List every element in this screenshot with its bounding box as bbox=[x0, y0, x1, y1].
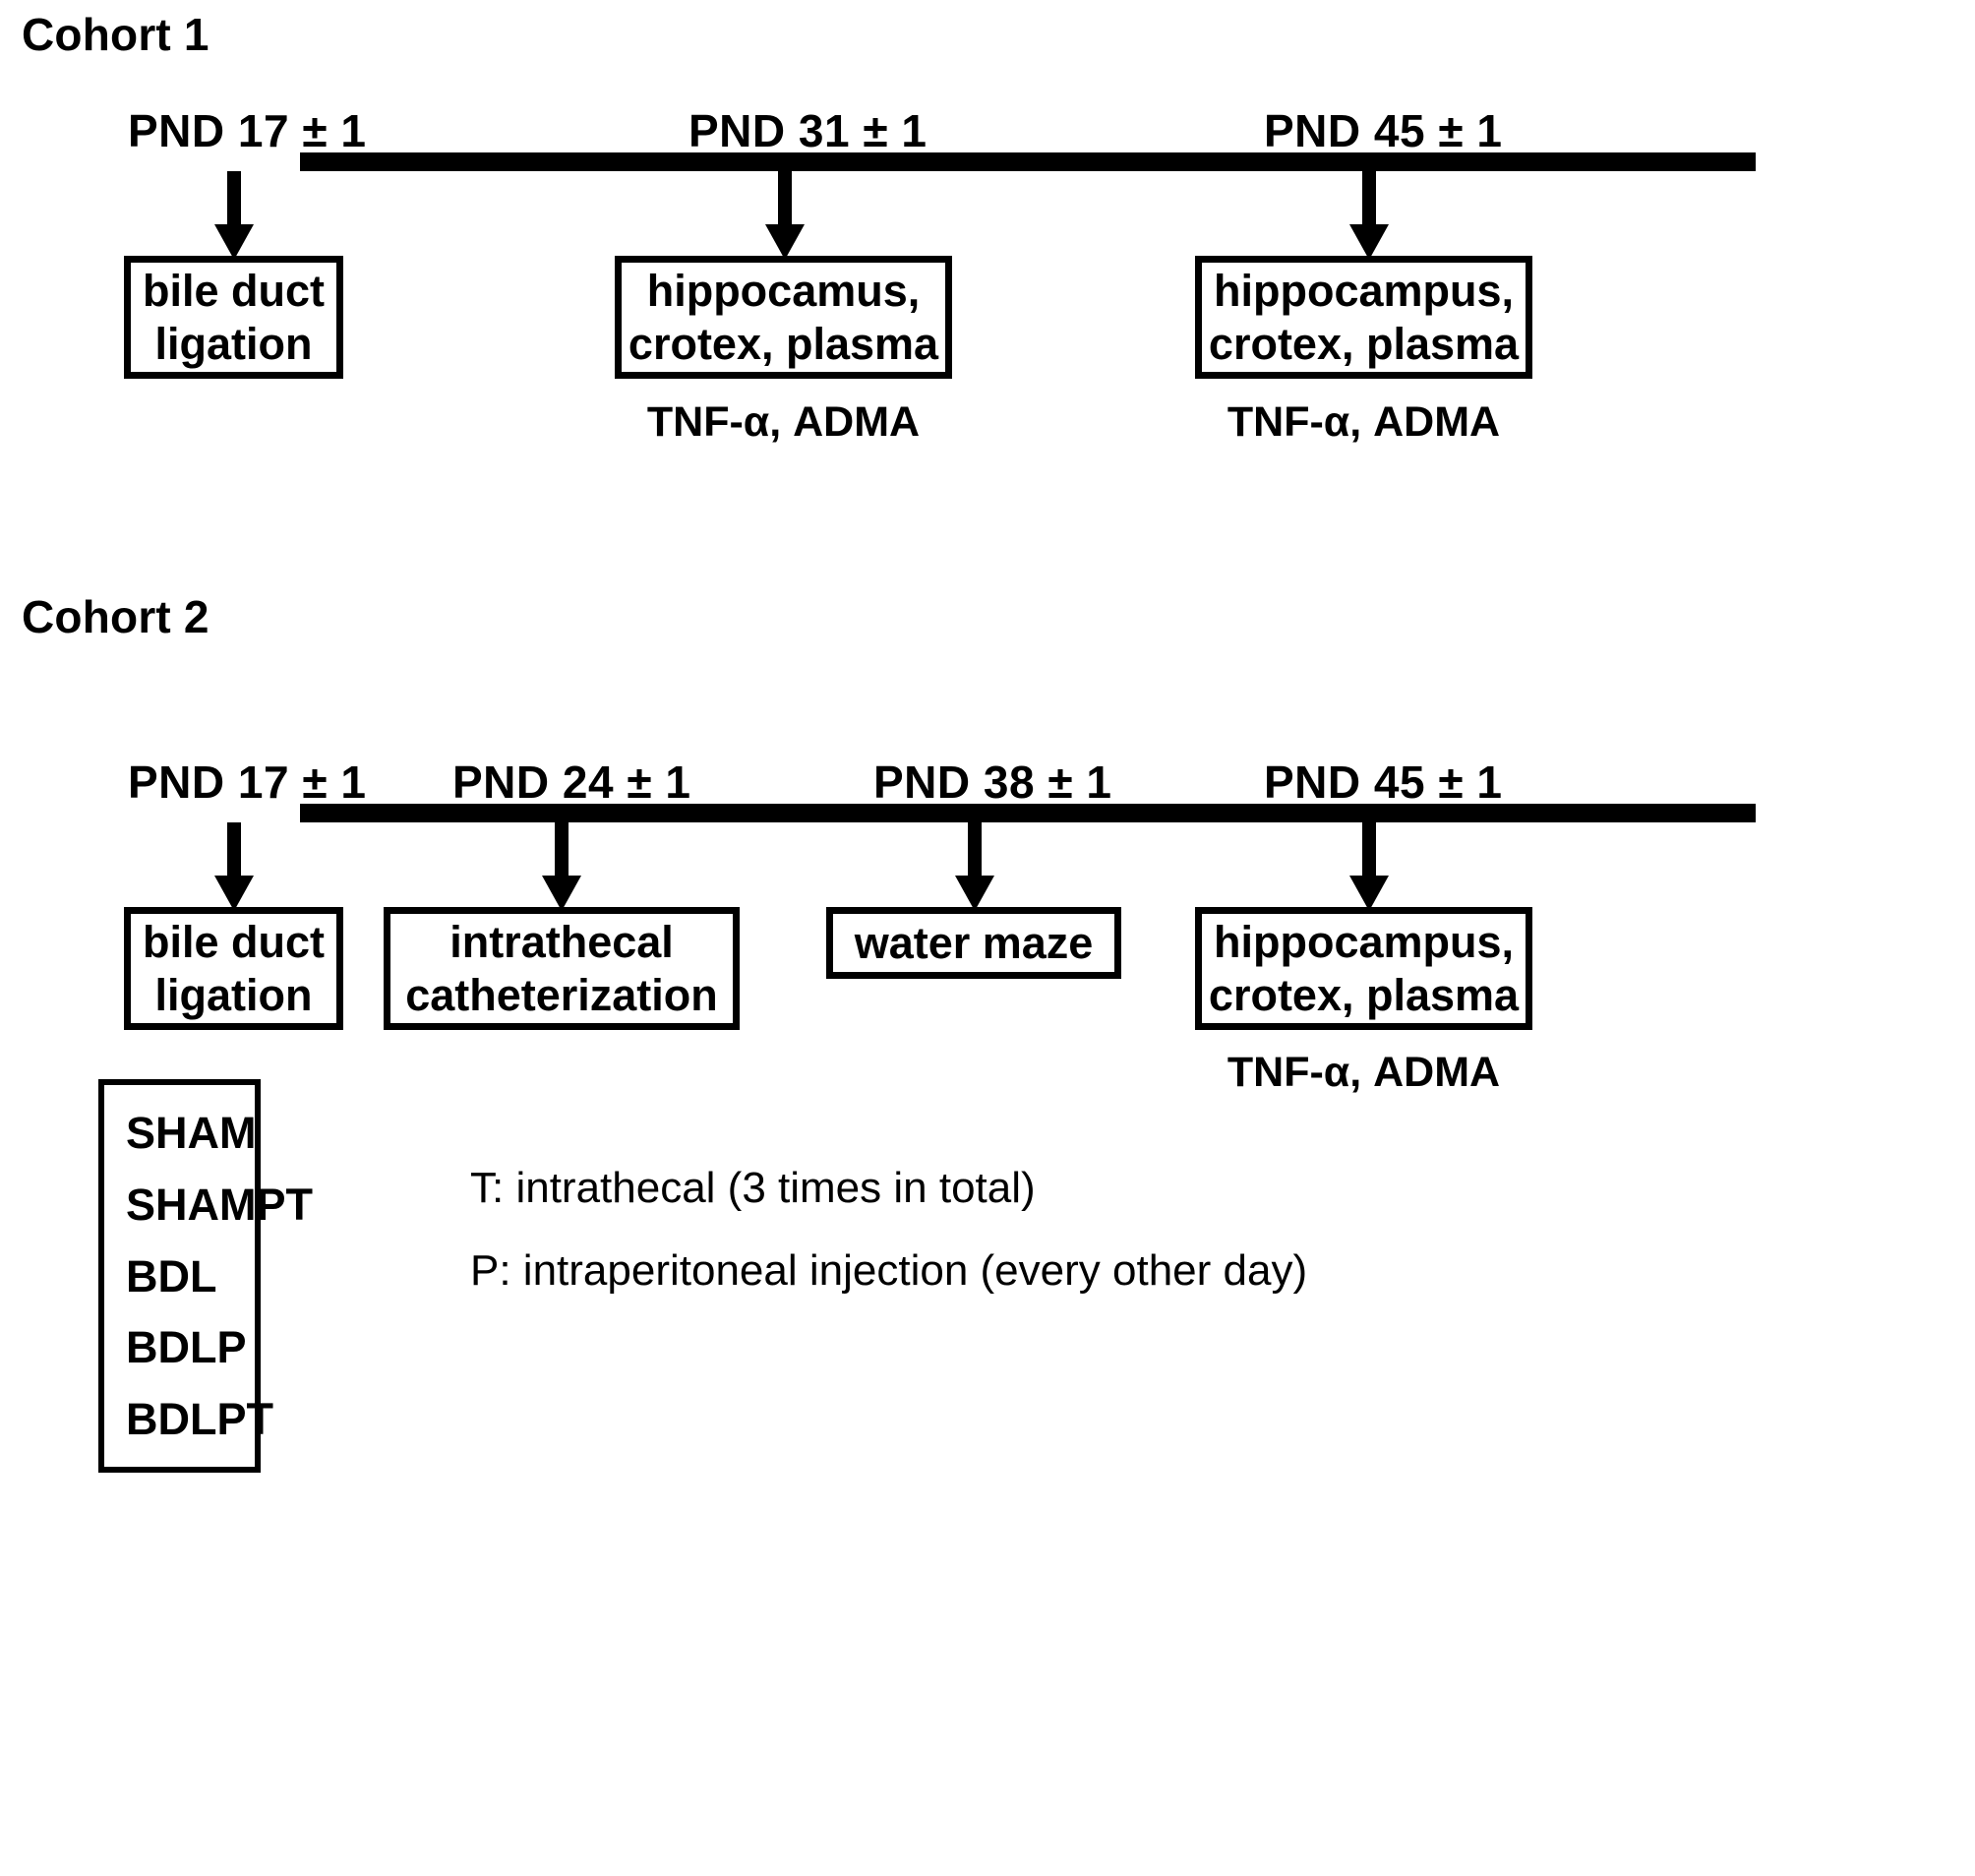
box-text-line: bile duct bbox=[142, 917, 325, 968]
cohort-1-arrow-2 bbox=[765, 171, 805, 260]
box-text-line: ligation bbox=[154, 318, 313, 369]
group-item: BDLP bbox=[126, 1322, 247, 1373]
box-text-line: hippocampus, bbox=[1213, 266, 1515, 317]
box-text-line: intrathecal bbox=[449, 917, 674, 968]
cohort-1-timepoint-label-3: PND 45 ± 1 bbox=[1264, 105, 1503, 156]
cohort-2-box-intrathecal-catheterization: intrathecal catheterization bbox=[384, 907, 740, 1030]
cohort-2-box-water-maze: water maze bbox=[826, 907, 1121, 979]
cohort-1-timepoint-label-2: PND 31 ± 1 bbox=[688, 105, 928, 156]
cohort-1-timepoint-label-1: PND 17 ± 1 bbox=[128, 105, 367, 156]
cohort-1-assay-caption-pnd31: TNF-α, ADMA bbox=[646, 398, 921, 446]
cohort-2-arrow-3 bbox=[955, 822, 994, 911]
cohort-1-box-tissue-pnd31: hippocamus, crotex, plasma bbox=[615, 256, 952, 379]
box-text-line: water maze bbox=[854, 917, 1094, 968]
cohort-2-assay-caption-pnd45: TNF-α, ADMA bbox=[1227, 1049, 1501, 1096]
cohort-1-title: Cohort 1 bbox=[22, 9, 209, 60]
cohort-2-timepoint-label-3: PND 38 ± 1 bbox=[873, 756, 1112, 808]
cohort-1-arrow-3 bbox=[1349, 171, 1389, 260]
cohort-2-title: Cohort 2 bbox=[22, 591, 209, 642]
legend-line-intrathecal: T: intrathecal (3 times in total) bbox=[470, 1164, 1036, 1212]
box-text-line: bile duct bbox=[142, 266, 325, 317]
box-text-line: hippocampus, bbox=[1213, 917, 1515, 968]
box-text-line: hippocamus, bbox=[646, 266, 921, 317]
legend-line-intraperitoneal: P: intraperitoneal injection (every othe… bbox=[470, 1246, 1308, 1295]
cohort-1-timeline-bar bbox=[300, 152, 1756, 171]
group-item: BDLPT bbox=[126, 1394, 273, 1444]
cohort-2-box-bile-duct-ligation: bile duct ligation bbox=[124, 907, 343, 1030]
box-text-line: catheterization bbox=[405, 969, 718, 1020]
box-text-line: crotex, plasma bbox=[628, 318, 939, 369]
group-item: SHAMPT bbox=[126, 1179, 313, 1230]
cohort-2-box-tissue-pnd45: hippocampus, crotex, plasma bbox=[1195, 907, 1532, 1030]
cohort-2-timepoint-label-4: PND 45 ± 1 bbox=[1264, 756, 1503, 808]
experimental-groups-box: SHAM SHAMPT BDL BDLP BDLPT bbox=[98, 1079, 313, 1473]
cohort-2-timepoint-label-1: PND 17 ± 1 bbox=[128, 756, 367, 808]
cohort-2-arrow-2 bbox=[542, 822, 581, 911]
cohort-1-assay-caption-pnd45: TNF-α, ADMA bbox=[1227, 398, 1501, 446]
cohort-2-arrow-1 bbox=[214, 822, 254, 911]
box-text-line: ligation bbox=[154, 969, 313, 1020]
box-text-line: crotex, plasma bbox=[1208, 318, 1520, 369]
group-item: BDL bbox=[126, 1250, 217, 1301]
cohort-2-timeline-bar bbox=[300, 804, 1756, 822]
cohort-1-box-tissue-pnd45: hippocampus, crotex, plasma bbox=[1195, 256, 1532, 379]
cohort-1-box-bile-duct-ligation: bile duct ligation bbox=[124, 256, 343, 379]
cohort-2-timepoint-label-2: PND 24 ± 1 bbox=[452, 756, 691, 808]
cohort-2-arrow-4 bbox=[1349, 822, 1389, 911]
group-item: SHAM bbox=[126, 1108, 257, 1158]
box-text-line: crotex, plasma bbox=[1208, 969, 1520, 1020]
cohort-1-arrow-1 bbox=[214, 171, 254, 260]
